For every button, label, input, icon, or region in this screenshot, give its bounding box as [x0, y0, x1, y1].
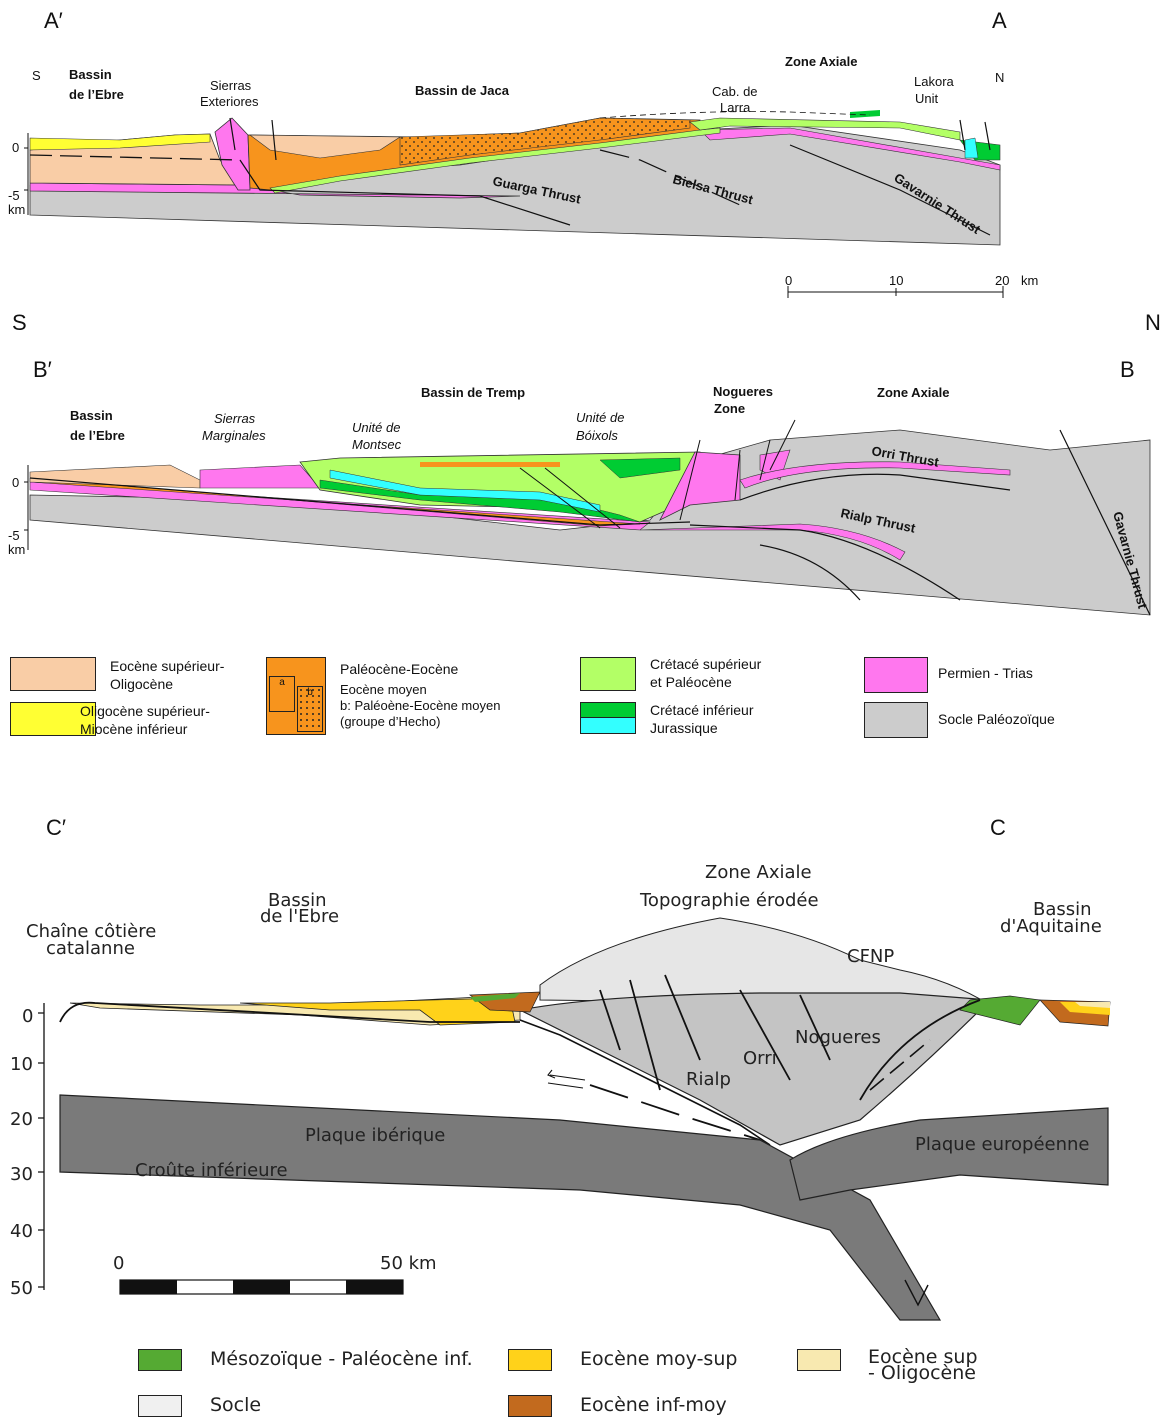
- legend-swatch-eocene-sup-oligocene: [797, 1349, 841, 1371]
- section-a-dir-n: N: [995, 70, 1004, 85]
- section-c-rialp: Rialp: [686, 1069, 731, 1090]
- section-c-cfnp: CFNP: [847, 946, 894, 967]
- legend-swatch-eocene-moy-sup: [508, 1349, 552, 1371]
- section-a-sierras-1: Sierras: [210, 78, 252, 93]
- section-b-boixols-1: Unité de: [576, 410, 624, 425]
- orientation-n: N: [1145, 310, 1161, 335]
- section-a-dir-s: S: [32, 68, 41, 83]
- section-c-ebre-1: Bassin: [268, 890, 327, 911]
- section-a-depth-0: 0: [12, 140, 19, 155]
- section-b-depth-5: -5: [8, 528, 20, 543]
- section-c-aquitaine-1: Bassin: [1033, 899, 1092, 920]
- legend-swatch-jurassique: [580, 717, 636, 734]
- section-c-depth-10: 10: [10, 1054, 33, 1075]
- section-b-boixols-2: Bóixols: [576, 428, 618, 443]
- section-a-depth-5: -5: [8, 188, 20, 203]
- section-a-lakora-2: Unit: [915, 91, 939, 106]
- legend-label-mesozoique: Mésozoïque - Paléocène inf.: [210, 1348, 473, 1370]
- section-c-croute: Croûte inférieure: [135, 1160, 288, 1181]
- legend-label-socle-c: Socle: [210, 1394, 262, 1416]
- legend-label-eocene-moy-sup: Eocène moy-sup: [580, 1348, 738, 1370]
- scale-c-end: 50 km: [380, 1253, 437, 1274]
- section-a-sierras-2: Exteriores: [200, 94, 259, 109]
- legend-swatch-eocene-inf-moy: [508, 1395, 552, 1417]
- legend-swatch-oligocene-miocene: [10, 702, 96, 736]
- legend-label-socle: Socle Paléozoïque: [938, 711, 1055, 727]
- section-b-ebre-1: Bassin: [70, 408, 113, 423]
- section-b-end-left: B′: [33, 357, 52, 382]
- legend-swatch-socle: [864, 702, 928, 738]
- section-c-end-right: C: [990, 815, 1006, 840]
- section-c-orri: Orri: [743, 1048, 777, 1069]
- section-a-ebre-2: de l’Ebre: [69, 87, 124, 102]
- section-a-zone-axiale: Zone Axiale: [785, 54, 857, 69]
- section-b-tremp: Bassin de Tremp: [421, 385, 525, 400]
- legend-swatch-cretace-sup: [580, 657, 636, 691]
- section-a-jaca: Bassin de Jaca: [415, 83, 510, 98]
- section-c-end-left: C′: [46, 815, 66, 840]
- section-c-nogueres: Nogueres: [795, 1027, 881, 1048]
- section-c-catalan-1: Chaîne côtière: [26, 921, 156, 942]
- legend-label-eocene-oligocene: Eocène supérieur-Oligocène: [110, 658, 225, 692]
- legend-label-paleocene-eocene: Paléocène-Eocène Eocène moyen b: Paléoèn…: [340, 661, 501, 729]
- scale-a-10: 10: [889, 273, 903, 288]
- legend-swatch-cretace-inf: [580, 702, 636, 718]
- legend-inset-a: a: [269, 676, 295, 712]
- section-c-depth-30: 30: [10, 1164, 33, 1185]
- orientation-s: S: [12, 310, 27, 335]
- section-a-cab-2: Larra: [720, 100, 751, 115]
- section-c: C′ C 0 10 20 30 40 50: [10, 815, 1111, 1321]
- legend-swatch-eocene-oligocene: [10, 657, 96, 691]
- section-c-ebre-2: de l'Ebre: [260, 906, 339, 927]
- section-c-depth-20: 20: [10, 1109, 33, 1130]
- section-b-montsec-2: Montsec: [352, 437, 402, 452]
- section-b-montsec-1: Unité de: [352, 420, 400, 435]
- legend-inset-b: b: [297, 686, 323, 732]
- section-c-depth-40: 40: [10, 1221, 33, 1242]
- legend-label-permien-trias: Permien - Trias: [938, 665, 1033, 681]
- legend-swatch-mesozoique: [138, 1349, 182, 1371]
- section-a-end-right: A: [992, 8, 1007, 33]
- section-b-depth-unit: km: [8, 542, 25, 557]
- legend-label-oligocene-miocene: Oligocène supérieur-Miocène inférieur: [80, 703, 210, 737]
- legend-swatch-socle-c: [138, 1395, 182, 1417]
- section-c-depth-50: 50: [10, 1278, 33, 1299]
- section-a-end-left: A′: [44, 8, 63, 33]
- section-b-sierras-1: Sierras: [214, 411, 256, 426]
- section-c-zone-axiale: Zone Axiale: [705, 862, 812, 883]
- scale-a-unit: km: [1021, 273, 1038, 288]
- section-c-depth-0: 0: [22, 1006, 33, 1027]
- scale-a-20: 20: [995, 273, 1009, 288]
- section-b-ebre-2: de l’Ebre: [70, 428, 125, 443]
- scale-c-start: 0: [113, 1253, 124, 1274]
- section-c-catalan-2: catalanne: [46, 938, 135, 959]
- section-b-nogueres-1: Nogueres: [713, 384, 773, 399]
- section-b-zone-axiale: Zone Axiale: [877, 385, 949, 400]
- section-a-lakora-1: Lakora: [914, 74, 955, 89]
- section-b: B′ B 0 -5 km Bassin: [8, 357, 1151, 616]
- section-c-plaque-iberique: Plaque ibérique: [305, 1125, 445, 1146]
- section-a-ebre-1: Bassin: [69, 67, 112, 82]
- legend-swatch-permien-trias: [864, 657, 928, 693]
- legend-label-eocene-sup-oligocene: Eocène sup - Oligocène: [868, 1346, 978, 1384]
- section-c-plaque-europeenne: Plaque européenne: [915, 1134, 1089, 1155]
- section-a-depth-unit: km: [8, 202, 25, 217]
- legend-swatch-paleocene-eocene: a b: [266, 657, 326, 735]
- section-b-nogueres-2: Zone: [714, 401, 745, 416]
- section-c-topographie: Topographie érodée: [639, 890, 819, 911]
- scale-a-0: 0: [785, 273, 792, 288]
- section-b-end-right: B: [1120, 357, 1135, 382]
- section-a: A′ A S N 0 -5 km: [8, 8, 1038, 298]
- section-c-aquitaine-2: d'Aquitaine: [1000, 916, 1102, 937]
- legend-label-eocene-inf-moy: Eocène inf-moy: [580, 1394, 727, 1416]
- section-a-cab-1: Cab. de: [712, 84, 758, 99]
- section-b-sierras-2: Marginales: [202, 428, 266, 443]
- section-b-depth-0: 0: [12, 475, 19, 490]
